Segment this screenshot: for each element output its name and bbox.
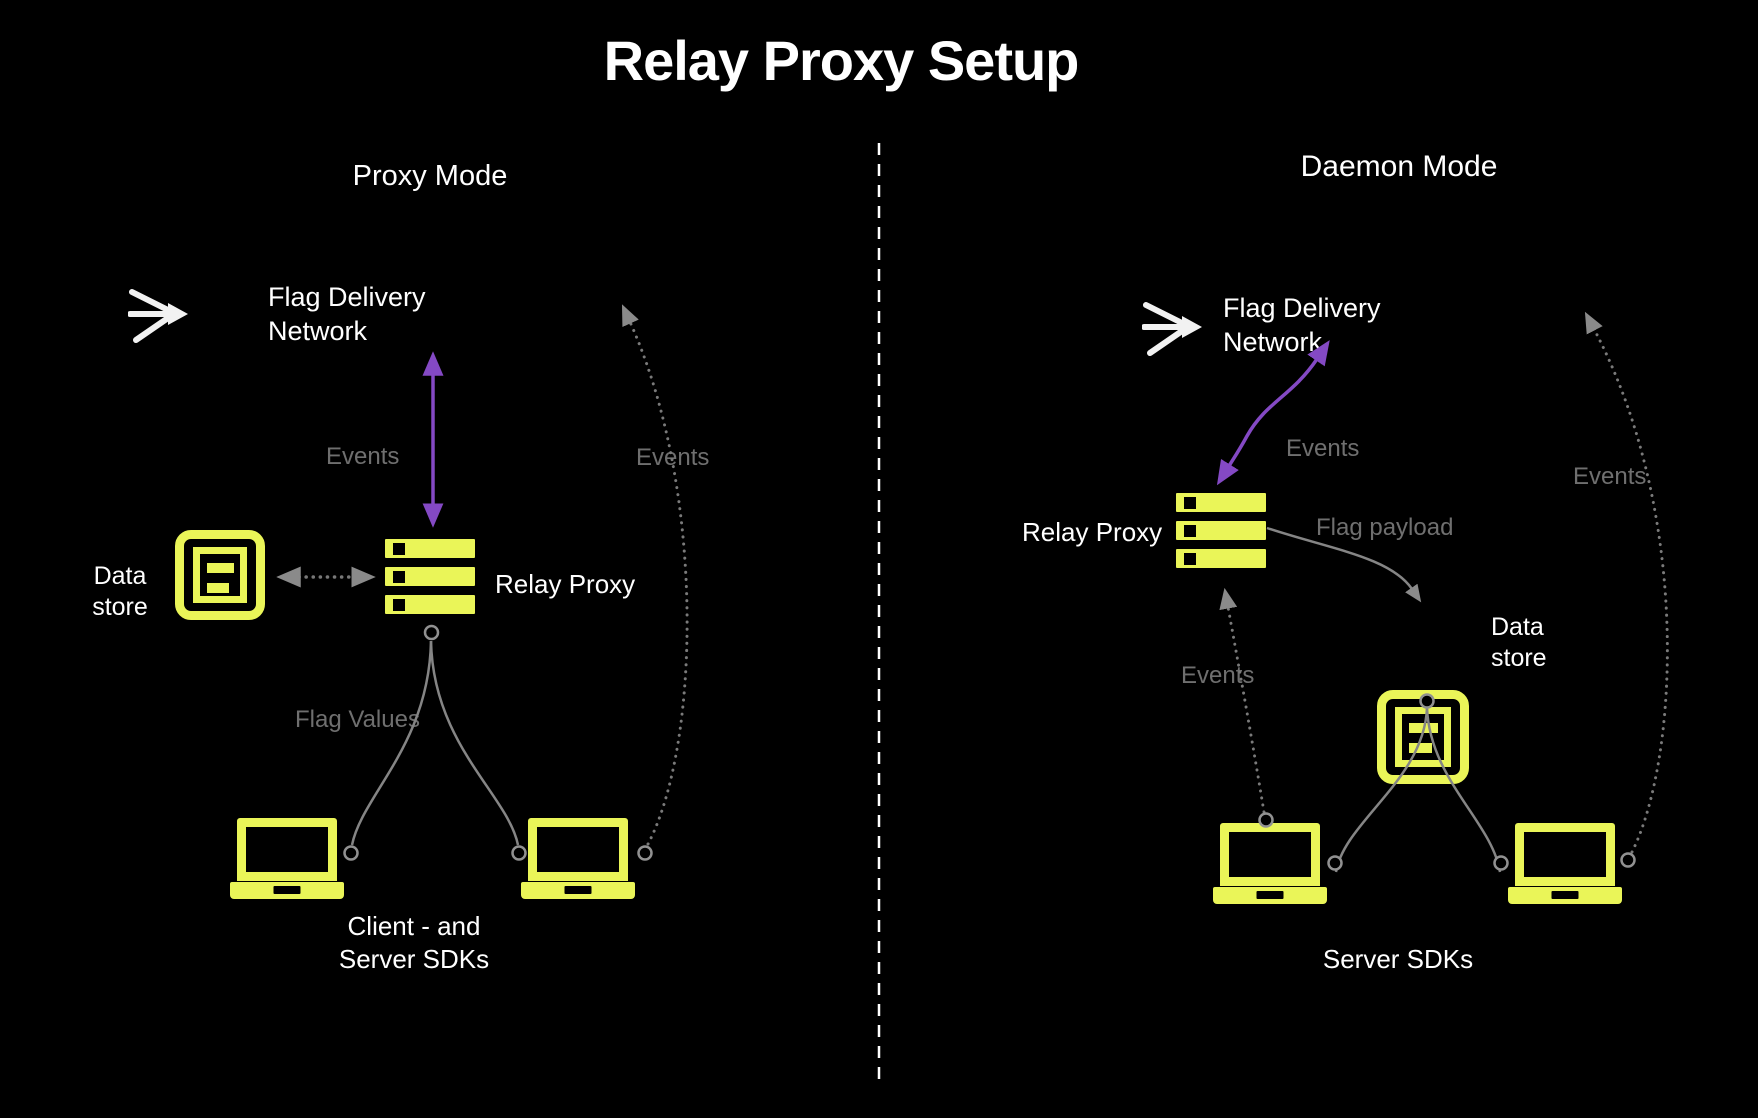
daemon-events-relay-label: Events xyxy=(1181,662,1255,689)
daemon-flag-delivery-network-label: Flag Delivery Network xyxy=(1223,293,1381,357)
proxy-flag-values-label: Flag Values xyxy=(295,706,420,733)
proxy-events-sdk-label: Events xyxy=(636,444,710,471)
proxy-events-fdn-label: Events xyxy=(326,443,400,470)
daemon-relay-proxy-label: Relay Proxy xyxy=(1022,517,1163,547)
proxy-mode-heading: Proxy Mode xyxy=(352,160,508,192)
daemon-mode-heading: Daemon Mode xyxy=(1300,150,1498,183)
daemon-server-sdk-laptop-icon-1 xyxy=(1213,823,1327,904)
daemon-data-store-label: Data store xyxy=(1491,613,1547,672)
daemon-server-sdk-laptop-icon-2 xyxy=(1508,823,1622,904)
proxy-server-sdk-laptop-icon xyxy=(521,818,635,899)
proxy-events-sdk-arc xyxy=(621,304,689,846)
proxy-data-store-label: Data store xyxy=(92,562,148,621)
daemon-events-sdk-arc xyxy=(1584,311,1669,854)
page-title: Relay Proxy Setup xyxy=(603,29,1080,92)
proxy-sdk-caption: Client - and Server SDKs xyxy=(338,911,490,974)
daemon-relay-proxy-icon xyxy=(1176,493,1266,568)
daemon-sdk-caption: Server SDKs xyxy=(1322,944,1474,974)
proxy-client-sdk-laptop-icon xyxy=(230,818,344,899)
proxy-flag-delivery-arrow-icon xyxy=(127,284,190,348)
proxy-flag-delivery-network-label: Flag Delivery Network xyxy=(268,282,426,346)
daemon-data-store-icon xyxy=(1377,690,1469,784)
daemon-events-fdn-label: Events xyxy=(1286,435,1360,462)
proxy-relay-proxy-label: Relay Proxy xyxy=(495,569,636,599)
daemon-flag-delivery-arrow-icon xyxy=(1141,297,1204,361)
daemon-events-sdk-label: Events xyxy=(1573,463,1647,490)
proxy-flag-values-curve-right xyxy=(429,640,520,846)
proxy-flag-values-curve-left xyxy=(350,640,433,846)
daemon-flag-payload-label: Flag payload xyxy=(1316,514,1454,541)
proxy-relay-proxy-icon xyxy=(385,539,475,614)
daemon-events-relay-line xyxy=(1219,587,1266,814)
proxy-data-store-icon xyxy=(175,530,265,620)
